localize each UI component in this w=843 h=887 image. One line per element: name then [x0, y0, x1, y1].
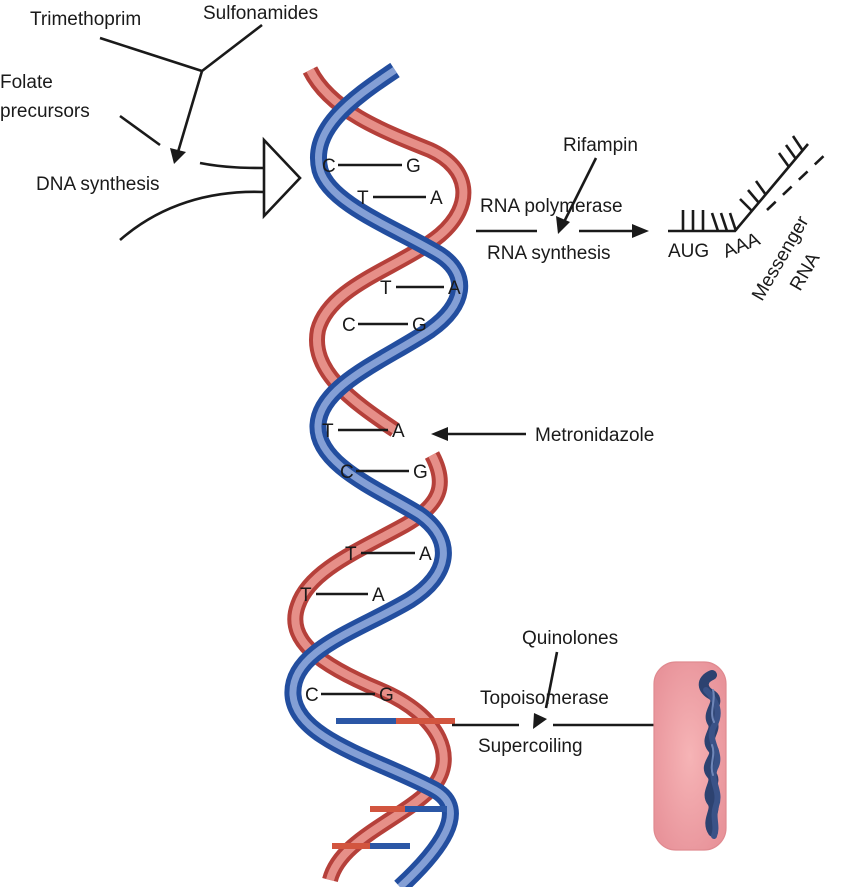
base-left: C	[340, 462, 354, 483]
label-topoisomerase: Topoisomerase	[480, 688, 609, 709]
label-sulfonamides: Sulfonamides	[203, 3, 318, 24]
base-right: G	[379, 685, 394, 706]
base-left: T	[345, 544, 357, 565]
label-folate-line1: Folate	[0, 72, 53, 93]
base-right: A	[372, 585, 385, 606]
base-left: C	[342, 315, 356, 336]
base-left: T	[380, 278, 392, 299]
dna-synthesis-pathway: Trimethoprim Sulfonamides Folate precurs…	[0, 3, 318, 241]
codon-tick	[754, 180, 768, 196]
mrna-continuation-dashes	[766, 149, 831, 211]
base-left: T	[357, 188, 369, 209]
blue-strand-highlight	[289, 67, 464, 887]
label-supercoiling: Supercoiling	[478, 736, 583, 757]
codon-tick	[728, 212, 738, 232]
codon-tick	[791, 135, 805, 152]
base-left: C	[305, 685, 319, 706]
rna-synthesis-pathway: Rifampin RNA polymerase RNA synthesis AU…	[476, 135, 831, 305]
codon-tick	[710, 212, 720, 232]
bacterial-cell	[653, 661, 727, 851]
base-right: A	[419, 544, 432, 565]
mrna-backbone	[668, 143, 809, 233]
quinolones-arrowhead	[533, 713, 547, 729]
codon-tick	[719, 212, 729, 232]
label-dna-synthesis: DNA synthesis	[36, 174, 160, 195]
label-quinolones: Quinolones	[522, 628, 618, 649]
inhibition-arrowhead	[170, 148, 186, 164]
codon-tick	[747, 189, 760, 204]
metronidazole-arrowhead	[431, 427, 448, 441]
rifampin-line	[562, 157, 598, 223]
dna-synthesis-open-arrow	[262, 136, 302, 220]
base-left: T	[300, 585, 312, 606]
base-right: A	[392, 421, 405, 442]
chromosome-highlight	[710, 689, 715, 776]
base-right: A	[430, 188, 443, 209]
colored-rungs	[332, 718, 455, 849]
label-rna-synthesis: RNA synthesis	[487, 243, 611, 264]
base-right: G	[412, 315, 427, 336]
dna-synthesis-upper-curve	[199, 161, 265, 170]
supercoiled-chromosome-loops	[703, 687, 721, 839]
base-right: G	[406, 156, 421, 177]
label-aug: AUG	[668, 241, 709, 262]
metronidazole-action: Metronidazole	[431, 425, 654, 446]
base-right: G	[413, 462, 428, 483]
base-left: T	[322, 421, 334, 442]
sulfonamides-line	[201, 23, 263, 73]
label-aaa: AAA	[720, 229, 763, 263]
rna-arrowhead	[632, 224, 649, 238]
inhibition-arrow-shaft	[176, 70, 204, 153]
red-strand-highlight	[291, 68, 468, 882]
codon-tick	[739, 198, 753, 212]
label-folate-line2: precursors	[0, 101, 90, 122]
base-right: A	[448, 278, 461, 299]
quinolones-line	[544, 651, 559, 709]
trimethoprim-line	[99, 36, 203, 73]
rifampin-arrowhead	[556, 216, 570, 234]
codon-tick	[777, 152, 791, 168]
folate-line	[119, 114, 161, 147]
supercoiling-pathway: Quinolones Topoisomerase Supercoiling	[452, 628, 727, 851]
base-left: C	[322, 156, 336, 177]
label-rna-polymerase: RNA polymerase	[480, 196, 623, 217]
messenger-rna: AUG AAA Messenger RNA	[668, 135, 831, 305]
label-trimethoprim: Trimethoprim	[30, 9, 141, 30]
dna-synthesis-lower-curve	[119, 190, 265, 241]
label-rifampin: Rifampin	[563, 135, 638, 156]
label-metronidazole: Metronidazole	[535, 425, 654, 446]
codon-tick	[784, 144, 798, 160]
